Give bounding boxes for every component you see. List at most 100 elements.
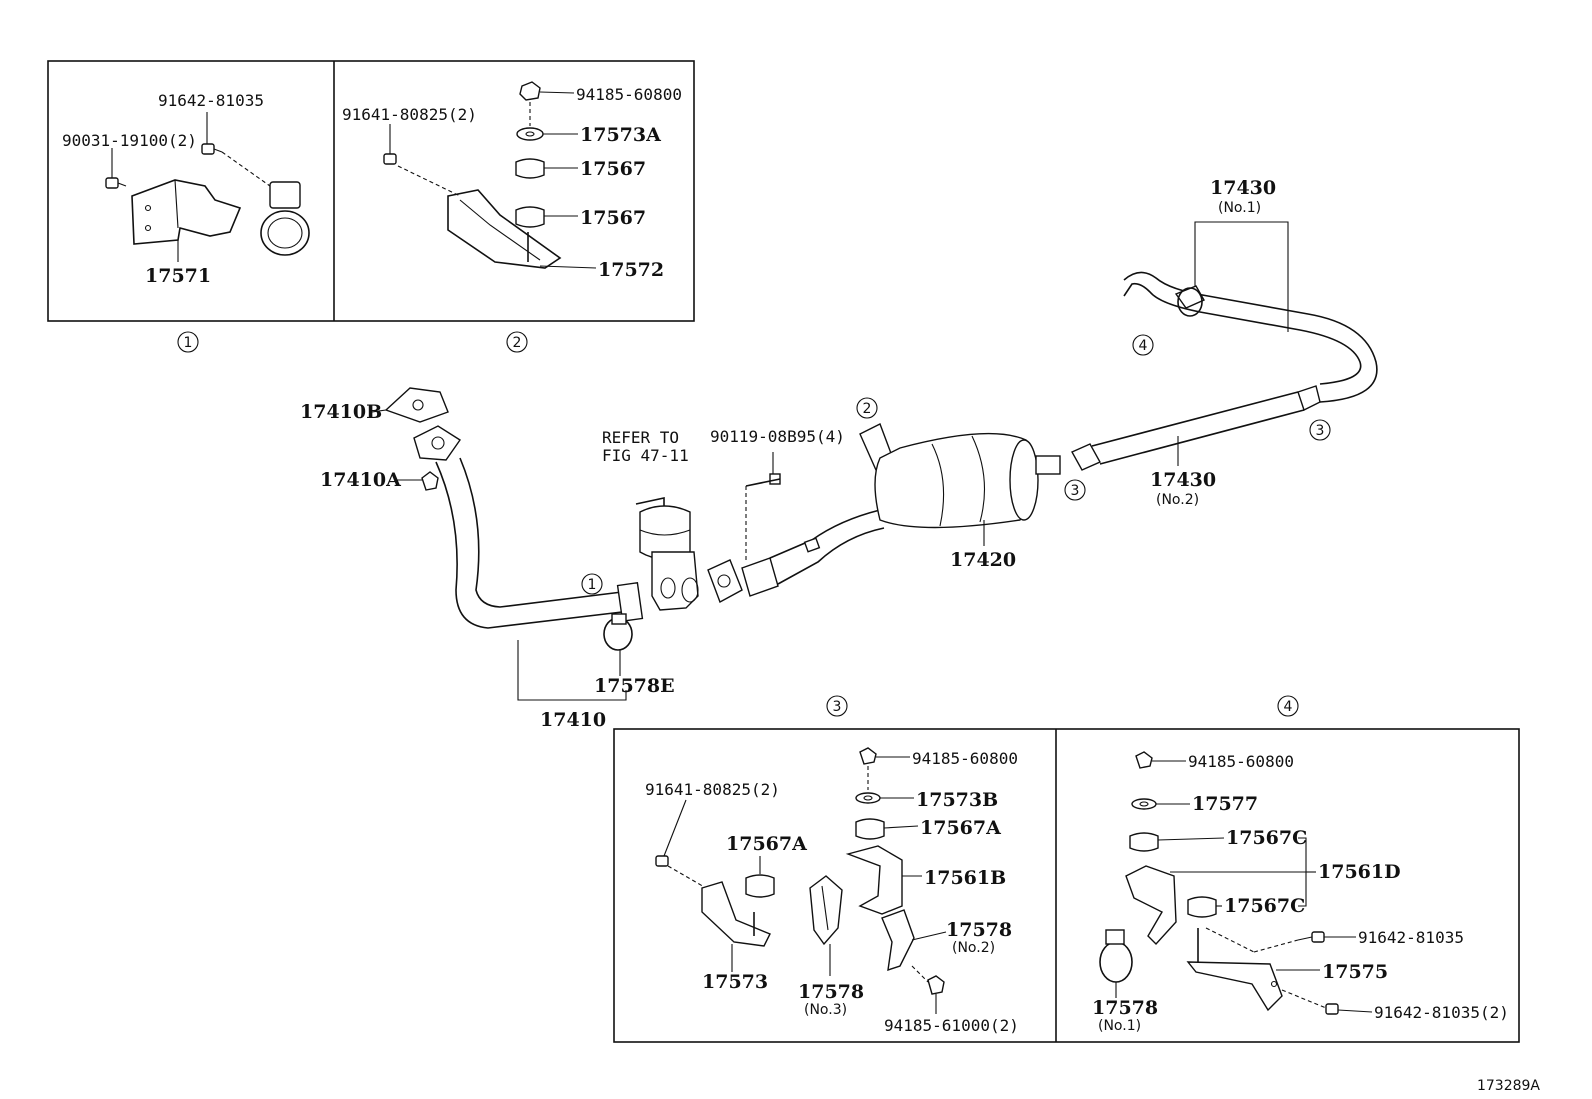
label-17567C-top: 17567C bbox=[1226, 827, 1307, 849]
label-17567-top: 17567 bbox=[580, 158, 646, 180]
label-17573A: 17573A bbox=[580, 124, 661, 146]
bushing-17567-bottom-icon bbox=[515, 206, 545, 228]
label-94185-60800-b4: 94185-60800 bbox=[1188, 752, 1294, 771]
bracket-17572-icon bbox=[447, 189, 562, 269]
svg-text:4: 4 bbox=[1139, 338, 1148, 354]
callout-1-main: 1 bbox=[581, 573, 603, 595]
tail-pipe-no2-icon bbox=[1071, 385, 1321, 471]
label-17567-bottom: 17567 bbox=[580, 207, 646, 229]
box-2-parts bbox=[383, 81, 597, 269]
clamp-17578E-icon bbox=[603, 613, 633, 651]
label-94185-60800-b3: 94185-60800 bbox=[912, 749, 1018, 768]
label-no1-b4: (No.1) bbox=[1098, 1018, 1141, 1034]
callout-3-box: 3 bbox=[826, 695, 848, 717]
label-no1-main: (No.1) bbox=[1218, 200, 1261, 216]
svg-text:1: 1 bbox=[588, 577, 597, 593]
label-17577: 17577 bbox=[1192, 793, 1258, 815]
label-17561D: 17561D bbox=[1318, 861, 1401, 883]
bracket-17561B-icon bbox=[845, 845, 903, 915]
svg-text:2: 2 bbox=[863, 401, 872, 417]
label-17567C-bottom: 17567C bbox=[1224, 895, 1305, 917]
callout-1-top: 1 bbox=[177, 331, 199, 353]
clamp-17578-no1-icon bbox=[1099, 929, 1133, 983]
label-90031-19100: 90031-19100(2) bbox=[62, 131, 197, 150]
label-90119-08B95: 90119-08B95(4) bbox=[710, 427, 845, 446]
refer-note-line2: FIG 47-11 bbox=[602, 446, 689, 465]
box-3-parts bbox=[655, 747, 947, 1014]
label-17430-no1: 17430 bbox=[1210, 177, 1276, 199]
box-4-parts bbox=[1099, 751, 1373, 1015]
label-17410: 17410 bbox=[540, 709, 606, 731]
washer-17573B-icon bbox=[855, 792, 881, 804]
intermediate-pipe-icon bbox=[707, 509, 885, 604]
nut-94185-b4-icon bbox=[1135, 751, 1153, 769]
box-1-parts bbox=[105, 112, 310, 262]
nut-94185-61000-icon bbox=[927, 975, 945, 995]
svg-text:3: 3 bbox=[1316, 423, 1325, 439]
callout-3-pipe: 3 bbox=[1309, 419, 1331, 441]
nut-94185-icon bbox=[519, 81, 541, 101]
svg-text:1: 1 bbox=[184, 335, 193, 351]
label-17561B: 17561B bbox=[924, 867, 1006, 889]
callout-4-main: 4 bbox=[1132, 334, 1154, 356]
clamp-17578-no3-icon bbox=[809, 875, 843, 946]
muffler-17420-icon bbox=[859, 423, 1061, 529]
callout-2-top: 2 bbox=[506, 331, 528, 353]
svg-text:3: 3 bbox=[833, 699, 842, 715]
refer-note-line1: REFER TO bbox=[602, 428, 679, 447]
label-94185-60800-b2: 94185-60800 bbox=[576, 85, 682, 104]
bolt-91641-icon bbox=[383, 153, 397, 165]
front-pipe-17410-icon bbox=[413, 425, 644, 629]
label-91642-81035-2-b4: 91642-81035(2) bbox=[1374, 1003, 1509, 1022]
bushing-17567A-left-icon bbox=[745, 874, 775, 898]
bolt-91642-2-b4-icon bbox=[1325, 1003, 1339, 1015]
clamp-17578-no2-icon bbox=[881, 909, 915, 972]
bolt-90031-icon bbox=[105, 177, 127, 189]
label-no2-b3: (No.2) bbox=[952, 940, 995, 956]
label-17410B: 17410B bbox=[300, 401, 382, 423]
label-17578E: 17578E bbox=[594, 675, 675, 697]
label-17573B: 17573B bbox=[916, 789, 998, 811]
washer-17573A-icon bbox=[516, 127, 544, 141]
bracket-17561D-icon bbox=[1125, 865, 1177, 946]
bushing-17567A-right-icon bbox=[855, 818, 885, 840]
nut-17410A-icon bbox=[421, 471, 439, 491]
callout-2-main: 2 bbox=[856, 397, 878, 419]
svg-text:3: 3 bbox=[1071, 483, 1080, 499]
bracket-17571-icon bbox=[131, 179, 242, 245]
label-17567A-right: 17567A bbox=[920, 817, 1001, 839]
gasket-17410B-icon bbox=[384, 387, 449, 423]
bracket-17575-icon bbox=[1186, 928, 1283, 1012]
label-17572: 17572 bbox=[598, 259, 664, 281]
label-17578-no2: 17578 bbox=[946, 919, 1012, 941]
bolt-91641-b3-icon bbox=[655, 855, 669, 867]
figure-id: 173289A bbox=[1477, 1078, 1540, 1094]
label-17578-no1: 17578 bbox=[1092, 997, 1158, 1019]
label-17420: 17420 bbox=[950, 549, 1016, 571]
label-17573: 17573 bbox=[702, 971, 768, 993]
callout-4-box: 4 bbox=[1277, 695, 1299, 717]
leader-17430-no1 bbox=[1194, 221, 1289, 332]
bolt-91642-icon bbox=[201, 143, 223, 155]
label-no2-main: (No.2) bbox=[1156, 492, 1199, 508]
svg-text:2: 2 bbox=[513, 335, 522, 351]
tail-pipe-no1-icon bbox=[1123, 271, 1378, 403]
label-17578-no3: 17578 bbox=[798, 981, 864, 1003]
converter-icon bbox=[635, 497, 699, 611]
washer-17577-icon bbox=[1131, 798, 1157, 810]
label-17571: 17571 bbox=[145, 265, 211, 287]
label-no3-b3: (No.3) bbox=[804, 1002, 847, 1018]
svg-text:4: 4 bbox=[1284, 699, 1293, 715]
label-17430-no2: 17430 bbox=[1150, 469, 1216, 491]
label-17575: 17575 bbox=[1322, 961, 1388, 983]
label-91641-80825-b3: 91641-80825(2) bbox=[645, 780, 780, 799]
bushing-17567-top-icon bbox=[515, 158, 545, 179]
bolt-90119-icon bbox=[745, 473, 781, 487]
detail-box-3-4 bbox=[613, 728, 1520, 1043]
bushing-17567C-bottom-icon bbox=[1187, 896, 1217, 918]
label-91642-81035-b4: 91642-81035 bbox=[1358, 928, 1464, 947]
callout-3-muffler: 3 bbox=[1064, 479, 1086, 501]
label-17410A: 17410A bbox=[320, 469, 401, 491]
